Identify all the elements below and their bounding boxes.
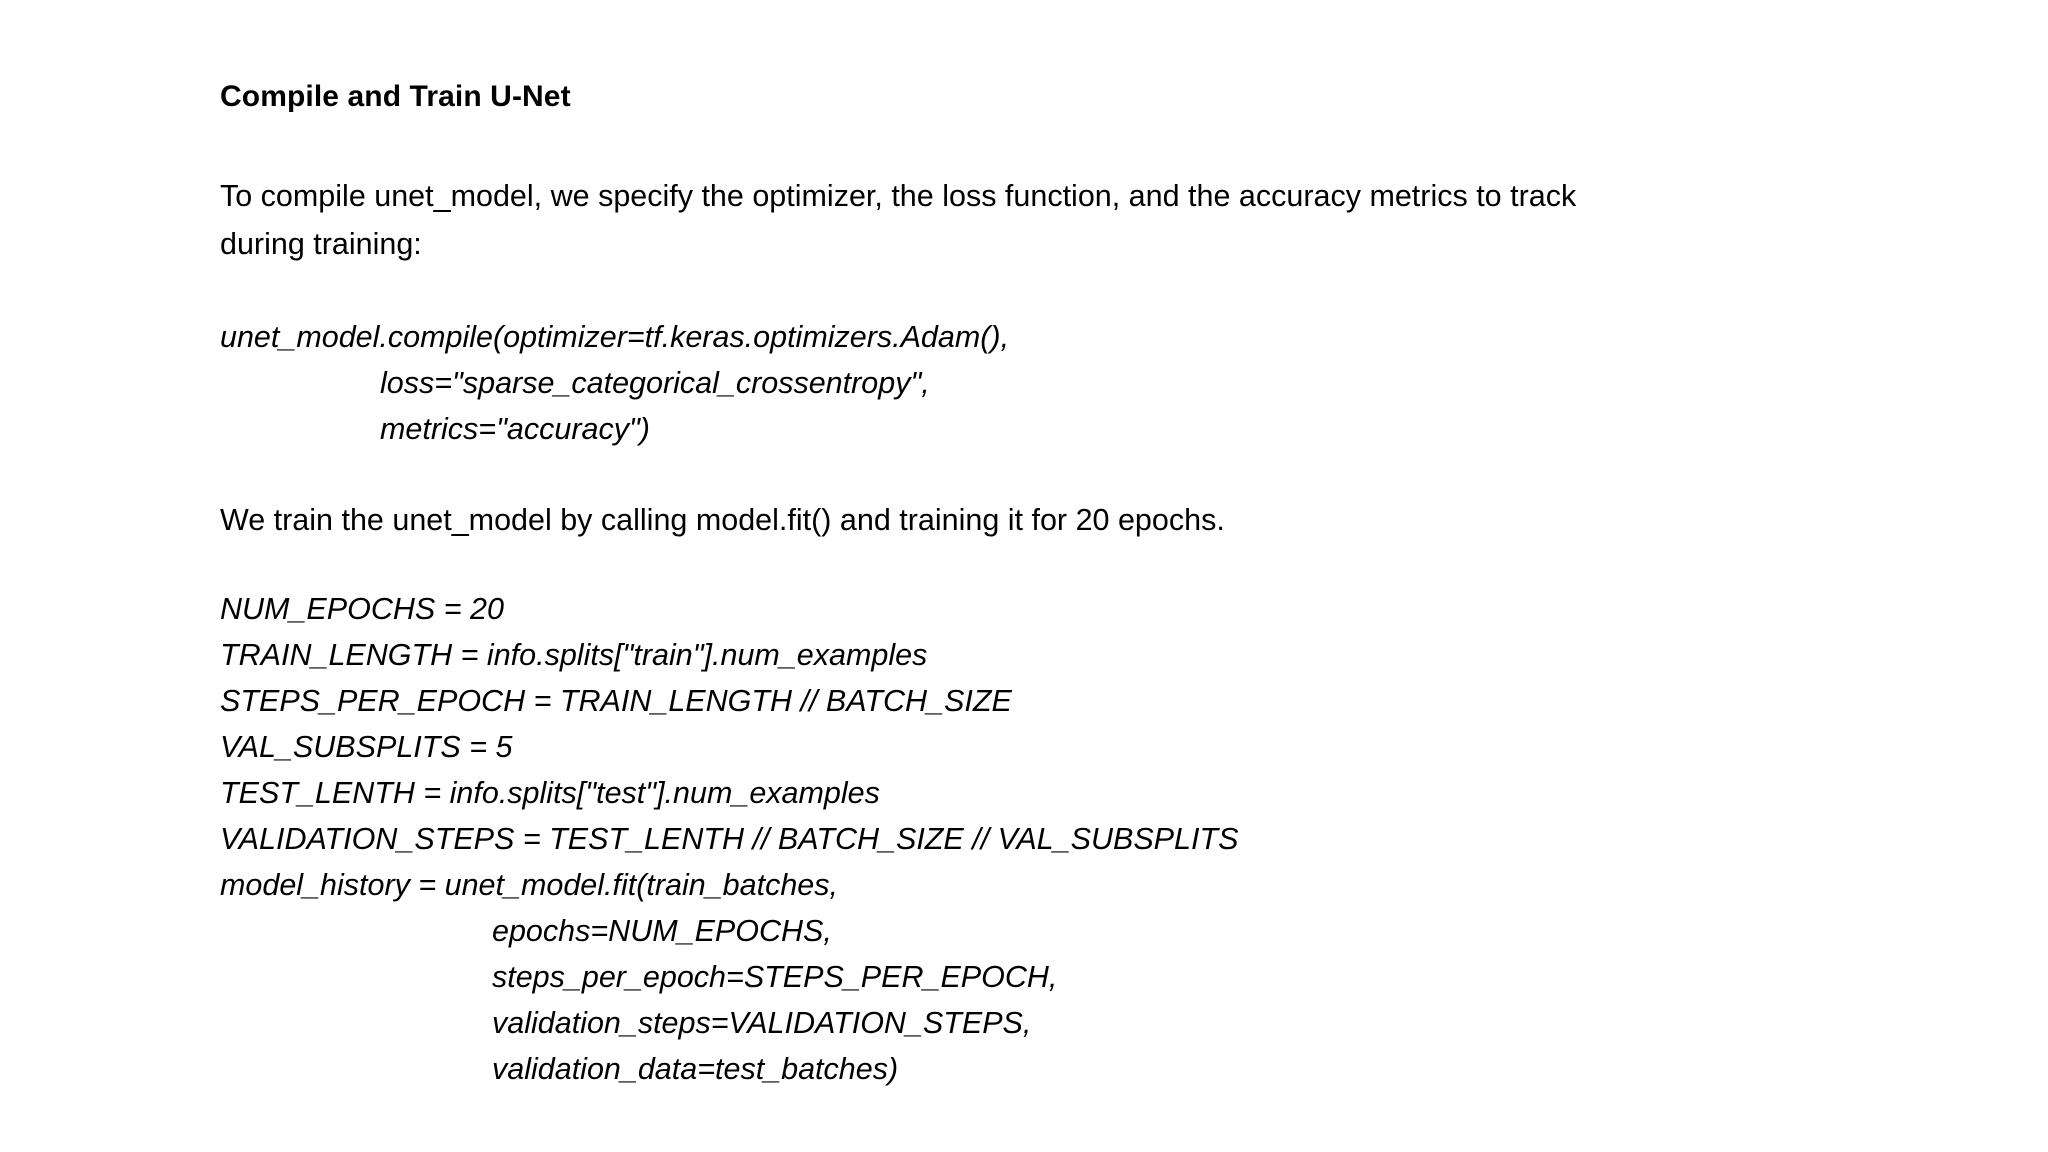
spacer-after-code-1 (220, 452, 2048, 496)
code-line-train-10: validation_data=test_batches) (492, 1051, 899, 1086)
code-line-train-0: NUM_EPOCHS = 20 (220, 591, 504, 626)
code-line-compile-0: unet_model.compile(optimizer=tf.keras.op… (220, 319, 1010, 354)
page-title: Compile and Train U-Net (220, 80, 571, 113)
train-paragraph-line-1: We train the unet_model by calling model… (220, 502, 1225, 537)
code-line-train-8: steps_per_epoch=STEPS_PER_EPOCH, (492, 959, 1058, 994)
intro-paragraph-line-1: To compile unet_model, we specify the op… (220, 178, 1577, 213)
code-line-compile-2: metrics="accuracy") (380, 411, 650, 446)
code-line-train-1: TRAIN_LENGTH = info.splits["train"].num_… (220, 637, 928, 672)
intro-paragraph: To compile unet_model, we specify the op… (220, 172, 1860, 268)
code-line-train-3: VAL_SUBSPLITS = 5 (220, 729, 513, 764)
code-line-compile-1: loss="sparse_categorical_crossentropy", (380, 365, 930, 400)
code-line-train-5: VALIDATION_STEPS = TEST_LENTH // BATCH_S… (220, 821, 1239, 856)
train-paragraph: We train the unet_model by calling model… (220, 496, 1860, 544)
code-line-train-7: epochs=NUM_EPOCHS, (492, 913, 832, 948)
code-block-train: NUM_EPOCHS = 20 TRAIN_LENGTH = info.split… (220, 586, 2048, 1092)
code-block-compile: unet_model.compile(optimizer=tf.keras.op… (220, 314, 2048, 452)
spacer-after-train-paragraph (220, 544, 2048, 586)
code-line-train-6: model_history = unet_model.fit(train_bat… (220, 867, 838, 902)
code-line-train-9: validation_steps=VALIDATION_STEPS, (492, 1005, 1032, 1040)
intro-paragraph-line-2: during training: (220, 226, 422, 261)
code-line-train-2: STEPS_PER_EPOCH = TRAIN_LENGTH // BATCH_… (220, 683, 1012, 718)
code-line-train-4: TEST_LENTH = info.splits["test"].num_exa… (220, 775, 880, 810)
spacer-after-intro (220, 268, 2048, 314)
